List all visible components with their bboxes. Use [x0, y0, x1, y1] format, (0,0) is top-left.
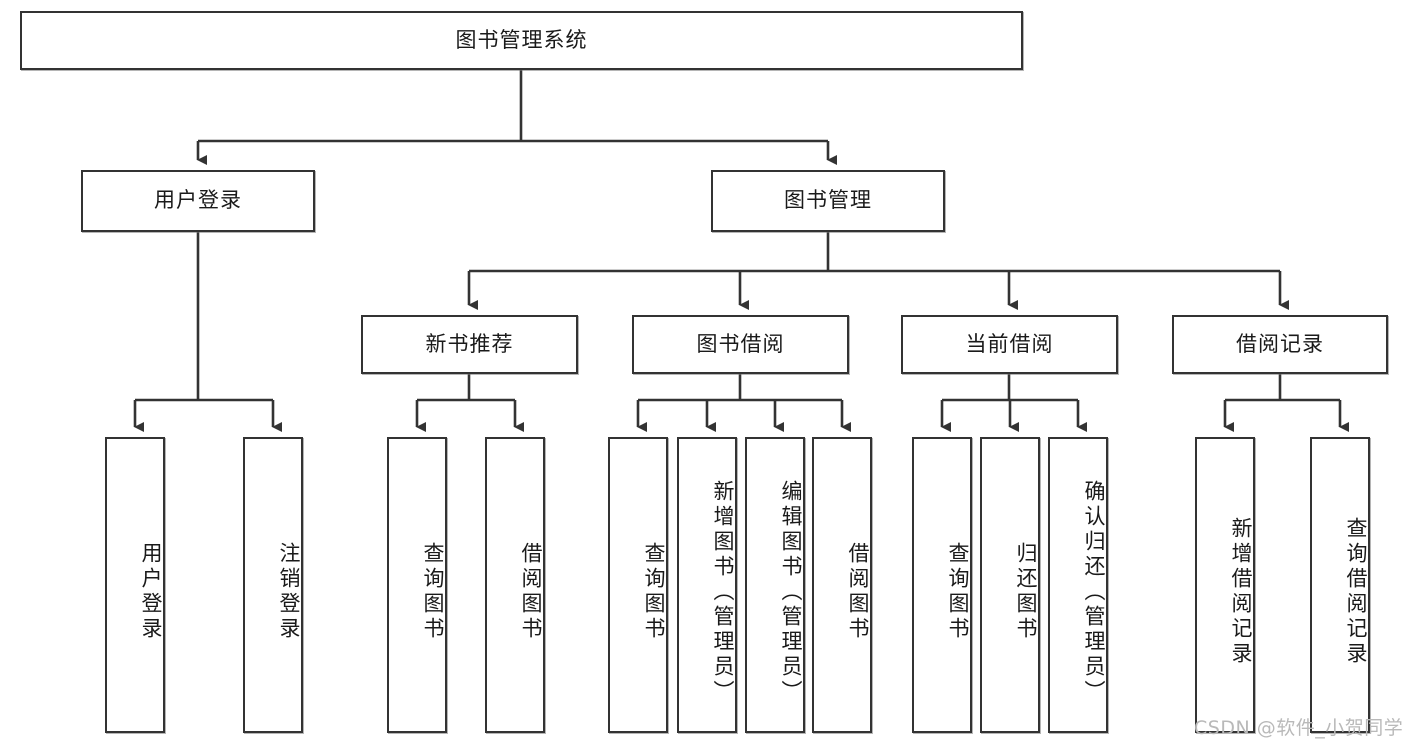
node-borrow-record-label: 借阅记录: [1236, 331, 1324, 356]
node-root[interactable]: 图书管理系统: [20, 11, 1023, 70]
node-root-label: 图书管理系统: [455, 27, 588, 52]
node-leaf-query-book-1-label: 查询图书: [421, 542, 445, 642]
node-leaf-edit-book-admin-label: 编辑图书（管理员）: [779, 479, 803, 705]
node-book-manage[interactable]: 图书管理: [711, 170, 945, 232]
node-leaf-borrow-book-2[interactable]: 借阅图书: [812, 437, 872, 733]
node-leaf-return-book[interactable]: 归还图书: [980, 437, 1040, 733]
node-book-borrow-label: 图书借阅: [696, 331, 785, 356]
node-leaf-query-book-2[interactable]: 查询图书: [608, 437, 668, 733]
node-leaf-add-book-admin[interactable]: 新增图书（管理员）: [677, 437, 737, 733]
node-new-book-recommend-label: 新书推荐: [425, 331, 514, 356]
node-book-borrow[interactable]: 图书借阅: [632, 315, 849, 374]
node-leaf-logout[interactable]: 注销登录: [243, 437, 303, 733]
node-leaf-query-book-1[interactable]: 查询图书: [387, 437, 447, 733]
node-leaf-add-book-admin-label: 新增图书（管理员）: [711, 479, 735, 705]
node-leaf-add-borrow-record-label: 新增借阅记录: [1229, 517, 1253, 667]
node-leaf-query-book-3-label: 查询图书: [946, 542, 970, 642]
node-leaf-query-borrow-record[interactable]: 查询借阅记录: [1310, 437, 1370, 733]
node-borrow-record[interactable]: 借阅记录: [1172, 315, 1388, 374]
node-leaf-edit-book-admin[interactable]: 编辑图书（管理员）: [745, 437, 805, 733]
node-current-borrow-label: 当前借阅: [965, 331, 1054, 356]
node-leaf-user-login[interactable]: 用户登录: [105, 437, 165, 733]
node-leaf-borrow-book-1-label: 借阅图书: [519, 542, 543, 642]
node-leaf-add-borrow-record[interactable]: 新增借阅记录: [1195, 437, 1255, 733]
node-current-borrow[interactable]: 当前借阅: [901, 315, 1118, 374]
node-user-login-label: 用户登录: [154, 188, 242, 213]
node-leaf-borrow-book-2-label: 借阅图书: [846, 542, 870, 642]
node-leaf-user-login-label: 用户登录: [139, 542, 163, 642]
node-leaf-return-book-label: 归还图书: [1014, 542, 1038, 642]
node-leaf-query-book-3[interactable]: 查询图书: [912, 437, 972, 733]
node-book-manage-label: 图书管理: [784, 188, 872, 213]
node-leaf-query-book-2-label: 查询图书: [642, 542, 666, 642]
node-user-login[interactable]: 用户登录: [81, 170, 315, 232]
node-leaf-logout-label: 注销登录: [277, 542, 301, 642]
node-leaf-query-borrow-record-label: 查询借阅记录: [1344, 517, 1368, 667]
node-new-book-recommend[interactable]: 新书推荐: [361, 315, 578, 374]
csdn-watermark: CSDN @软件_小贺同学: [1194, 717, 1404, 739]
node-leaf-borrow-book-1[interactable]: 借阅图书: [485, 437, 545, 733]
node-leaf-confirm-return-admin[interactable]: 确认归还（管理员）: [1048, 437, 1108, 733]
node-leaf-confirm-return-admin-label: 确认归还（管理员）: [1082, 479, 1106, 705]
